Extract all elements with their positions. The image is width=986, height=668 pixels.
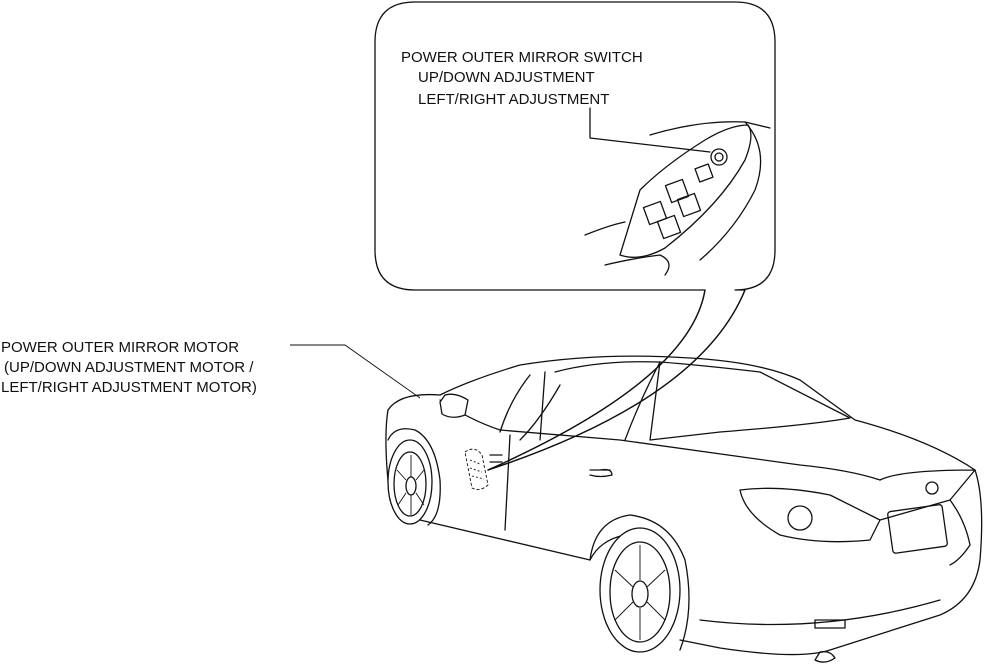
switch-label-leftright: LEFT/RIGHT ADJUSTMENT: [418, 91, 610, 108]
switch-label-title: POWER OUTER MIRROR SWITCH: [401, 49, 643, 66]
outer-mirror: [439, 393, 469, 418]
motor-label-title: POWER OUTER MIRROR MOTOR: [1, 339, 240, 356]
car-body: [385, 355, 983, 663]
mirror-motor-location: [464, 448, 489, 490]
switch-label-updown: UP/DOWN ADJUSTMENT: [418, 69, 595, 86]
motor-label-leftright: LEFT/RIGHT ADJUSTMENT MOTOR): [1, 379, 257, 396]
door-switch-panel: [584, 107, 771, 276]
motor-label-updown: (UP/DOWN ADJUSTMENT MOTOR /: [4, 359, 254, 376]
front-wheel: [387, 428, 441, 526]
rear-wheel: [589, 514, 690, 653]
